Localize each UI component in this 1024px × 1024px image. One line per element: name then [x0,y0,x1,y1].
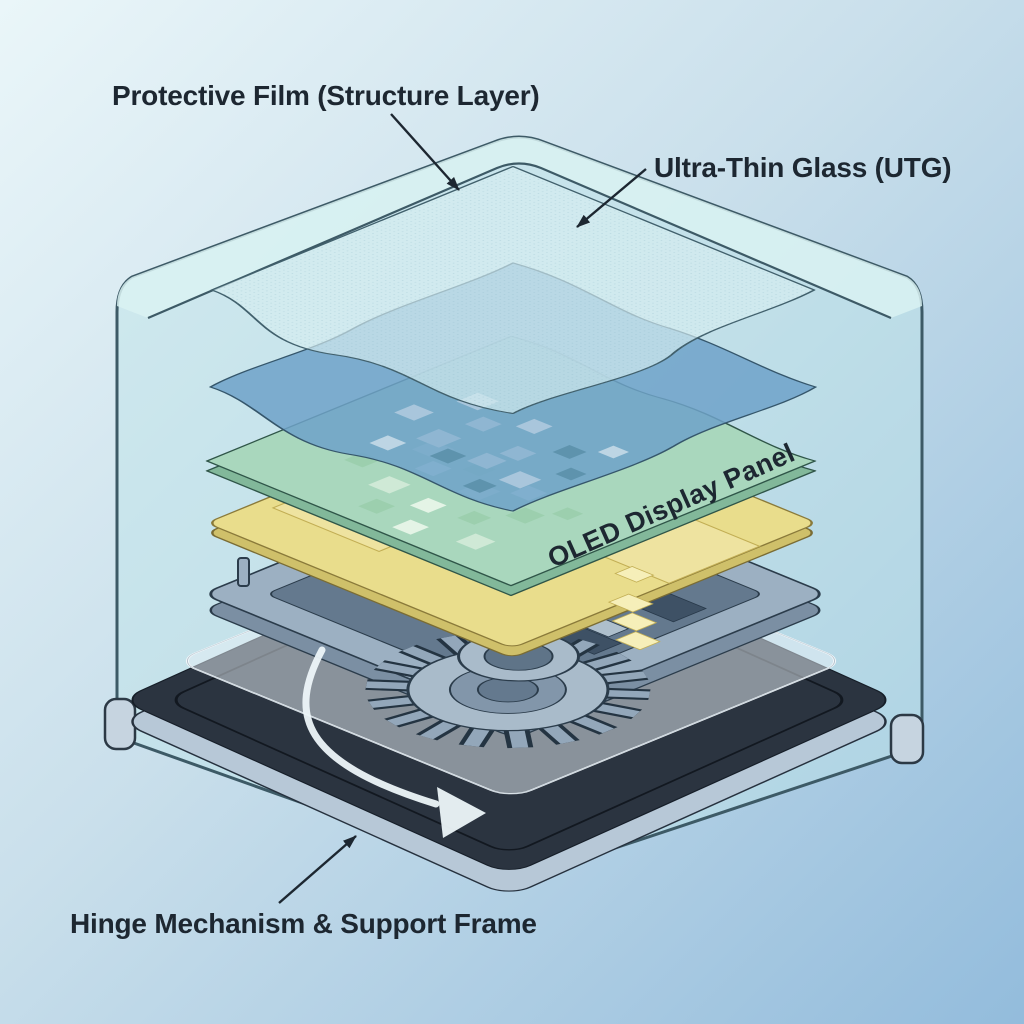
gear-tooth [570,715,614,734]
fold-arrow-arc [302,646,440,808]
pixel [358,498,396,514]
gear-tooth [602,689,651,699]
gear-tooth [375,662,425,677]
utg-film-layer [210,165,816,415]
fold-arrow-head [437,787,486,838]
gear-tooth [541,723,576,744]
circuit-pad [614,631,661,651]
gear-tooth [591,703,641,718]
pixel [464,416,502,432]
gear-tooth [368,696,418,708]
hinge-pin [237,557,250,587]
leader-arrow-utg [576,168,647,228]
hinge-cap-right [889,713,925,765]
ultra-thin-glass-label: Ultra-Thin Glass (UTG) [654,152,952,183]
glass-case-bevel-line [147,162,892,320]
fold-arrow-icon [302,646,486,838]
gear-tooth [401,646,446,665]
hinge-cap-left [103,697,137,751]
circuit-pad [611,612,658,632]
gear-tooth [508,728,529,748]
pixel [392,519,429,535]
gear-teeth [365,631,651,748]
gear-tooth [598,671,648,683]
gear-tooth [581,653,629,670]
glass-case-bevel [117,137,922,318]
circuit-pad [614,566,655,583]
leader-arrow-hinge [278,835,357,904]
circuit-pad [607,593,654,613]
hinge-frame-label: Hinge Mechanism & Support Frame [70,908,537,939]
gear-tooth [419,720,460,740]
gear-tooth [387,709,434,726]
pixel [597,445,629,459]
gear-tooth [463,726,491,747]
pixel [552,444,587,459]
leader-arrow-protective-film [390,113,460,191]
pixel [369,435,407,451]
protective-film-label: Protective Film (Structure Layer) [112,80,540,111]
gear-tooth [365,681,413,690]
pixel [555,467,587,481]
pixel [505,507,545,524]
